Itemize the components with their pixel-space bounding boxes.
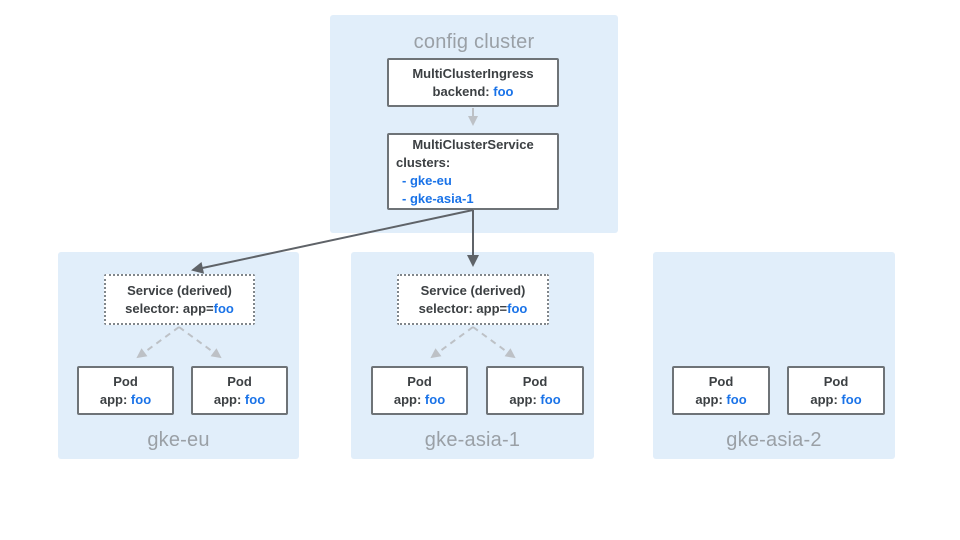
multi-cluster-service-title: MultiClusterService [412, 136, 534, 152]
config-cluster-label: config cluster [413, 31, 535, 53]
pod-app: app: foo [214, 391, 265, 409]
selector-value: foo [507, 300, 528, 316]
pod-app-label: app: [509, 391, 541, 407]
pod-app: app: foo [394, 391, 445, 409]
derived-service-box: Service (derived) selector: app=foo [397, 274, 549, 325]
pod-app-label: app: [810, 391, 842, 407]
derived-service-selector: selector: app=foo [125, 300, 234, 318]
pod-app: app: foo [509, 391, 560, 409]
selector-label: selector: app= [418, 300, 508, 316]
pod-app-value: foo [726, 391, 747, 407]
cluster-gke-eu: Service (derived) selector: app=foo Pod … [58, 252, 299, 459]
clusters-label: clusters: [396, 154, 451, 170]
pod-title: Pod [407, 373, 432, 389]
pod-app: app: foo [810, 391, 861, 409]
pod-app-label: app: [213, 391, 245, 407]
multi-cluster-ingress-box: MultiClusterIngress backend: foo [387, 58, 559, 107]
pod-box: Pod app: foo [486, 366, 584, 415]
pod-title: Pod [708, 373, 734, 389]
cluster-gke-asia-1: Service (derived) selector: app=foo Pod … [351, 252, 594, 459]
pod-app-label: app: [695, 391, 727, 407]
multi-cluster-ingress-title: MultiClusterIngress [412, 65, 534, 81]
derived-service-title: Service (derived) [127, 282, 232, 298]
cluster-item-name: gke-asia-1 [409, 190, 474, 206]
selector-value: foo [213, 300, 234, 316]
pod-app-value: foo [424, 391, 446, 407]
cluster-list-item: - gke-eu [389, 172, 452, 190]
backend-value: foo [493, 83, 514, 99]
pod-box: Pod app: foo [191, 366, 288, 415]
multi-cluster-ingress-backend: backend: foo [433, 83, 514, 101]
derived-service-selector: selector: app=foo [419, 300, 528, 318]
pod-title: Pod [522, 373, 548, 389]
cluster-item-bullet: - [402, 172, 410, 188]
pod-box: Pod app: foo [77, 366, 174, 415]
cluster-gke-asia-2: Pod app: foo Pod app: foo gke-asia-2 [653, 252, 895, 459]
pod-title: Pod [227, 373, 252, 389]
cluster-item-name: gke-eu [409, 172, 452, 188]
pod-box: Pod app: foo [787, 366, 885, 415]
pod-app-value: foo [244, 391, 266, 407]
cluster-item-bullet: - [402, 190, 410, 206]
pod-box: Pod app: foo [371, 366, 468, 415]
pod-title: Pod [823, 373, 849, 389]
pod-app-label: app: [99, 391, 131, 407]
cluster-name-label: gke-asia-1 [424, 429, 521, 451]
pod-app-label: app: [393, 391, 425, 407]
pod-app-value: foo [841, 391, 862, 407]
pod-app: app: foo [695, 391, 746, 409]
derived-service-title: Service (derived) [420, 282, 526, 298]
cluster-list-item: - gke-asia-1 [389, 190, 474, 208]
pod-app-value: foo [540, 391, 561, 407]
pod-app-value: foo [130, 391, 152, 407]
selector-label: selector: app= [125, 300, 214, 316]
pod-box: Pod app: foo [672, 366, 770, 415]
pod-title: Pod [113, 373, 138, 389]
derived-service-box: Service (derived) selector: app=foo [104, 274, 255, 325]
config-cluster-container: config cluster MultiClusterIngress backe… [330, 15, 618, 233]
pod-app: app: foo [100, 391, 151, 409]
cluster-name-label: gke-eu [147, 429, 210, 451]
backend-label: backend: [432, 83, 494, 99]
multi-cluster-service-box: MultiClusterService clusters: - gke-eu -… [387, 133, 559, 210]
cluster-name-label: gke-asia-2 [726, 429, 822, 451]
